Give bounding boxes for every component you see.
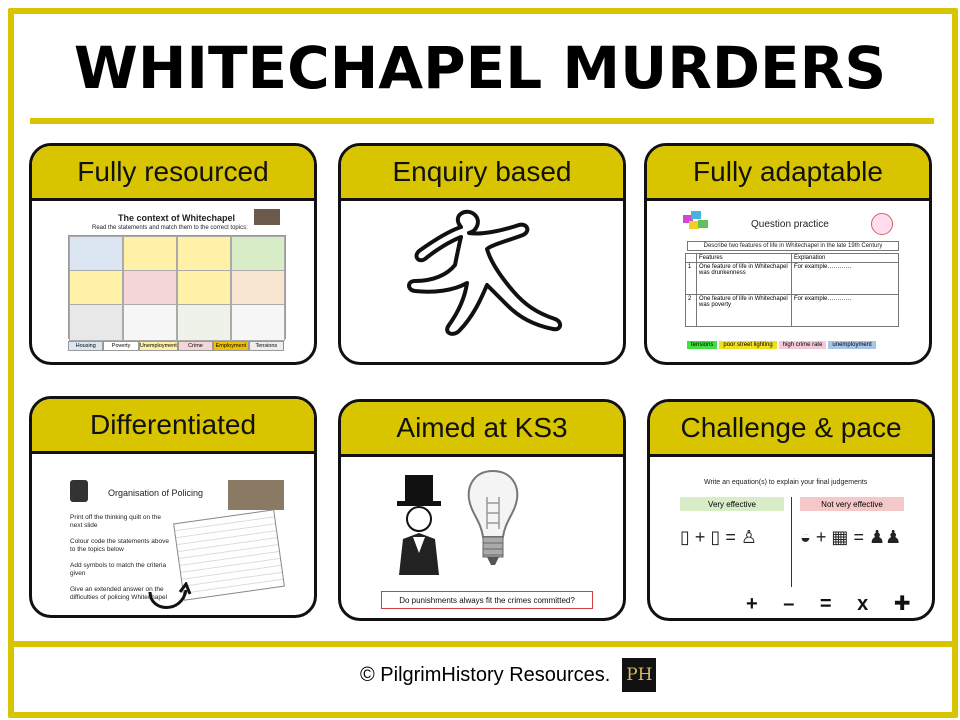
topic-label: Tensions [248,341,285,351]
statement-grid [68,235,286,341]
feature-cell: One feature of life in Whitechapel was d… [696,262,792,295]
grid-cell [231,304,285,341]
copyright-text: © PilgrimHistory Resources. [360,663,611,686]
chip: poor street lighting [719,341,777,349]
equals-icon: = [853,527,864,547]
card-preview: Write an equation(s) to explain your fin… [650,457,932,618]
ph-logo: PH [622,658,657,692]
explanation-header: Explanation [791,253,899,263]
plus-icon: + [694,527,706,547]
step-text: Print off the thinking quilt on the next… [70,514,161,529]
grid-cell [69,236,123,273]
card-fully-adaptable: Fully adaptable Question practice Descri… [644,143,932,365]
card-preview: The context of Whitechapel Read the stat… [32,201,314,362]
card-preview: Organisation of Policing Print off the t… [32,454,314,615]
explanation-cell: For example………… [791,262,899,295]
card-preview: Question practice Describe two features … [647,201,929,362]
topic-label: Poverty [103,341,139,351]
photo-thumbnail [228,480,284,510]
topic-row: Housing Poverty Unemployment Crime Emplo… [68,341,285,351]
card-preview: Do punishments always fit the crimes com… [341,457,623,618]
grid-cell [123,304,177,341]
victorian-gentleman-icon [397,475,441,575]
building-icon: ▦ [831,527,849,547]
grid-cell [69,304,123,341]
equation-left: ▯ + ▯ = ♙ [680,527,757,548]
card-heading: Challenge & pace [650,402,932,457]
topic-label: Unemployment [138,341,178,351]
chip: unemployment [828,341,876,349]
card-fully-resourced: Fully resourced The context of Whitechap… [29,143,317,365]
card-challenge-pace: Challenge & pace Write an equation(s) to… [647,399,935,621]
card-heading: Enquiry based [341,146,623,201]
card-heading: Fully adaptable [647,146,929,201]
row-number: 1 [685,262,697,295]
preview-subtitle: Read the statements and match them to th… [92,225,248,231]
preview-title: Question practice [751,219,829,230]
card-heading: Aimed at KS3 [341,402,623,457]
grid-cell [177,236,231,273]
card-aimed-at-ks3: Aimed at KS3 Do punishments always fit t… [338,399,626,621]
grid-cell [69,270,123,307]
page-title: WHITECHAPEL MURDERS [73,34,887,102]
preview-title: The context of Whitechapel [118,213,236,223]
grid-cell [123,236,177,273]
plus-icon: + [815,527,827,547]
photo-thumbnail [254,209,280,225]
footer-divider [8,641,952,647]
chip: tensions [687,341,718,349]
door-icon: ▯ [710,527,721,547]
topic-label: Crime [177,341,214,351]
preview-title: Organisation of Policing [108,488,204,498]
not-very-effective-label: Not very effective [800,497,904,511]
step-text: Give an extended answer on the difficult… [70,586,168,601]
equation-right: ◒ + ▦ = ♟♟ [800,527,901,548]
chip: high crime rate [778,341,827,349]
title-underline [30,118,934,124]
card-heading: Fully resourced [32,146,314,201]
crowd-icon: ♟♟ [868,527,902,547]
question-box: Describe two features of life in Whitech… [687,241,899,251]
row-number: 2 [685,294,697,327]
grid-cell [231,270,285,307]
chalk-outline-icon [407,209,562,336]
card-enquiry-based: Enquiry based [338,143,626,365]
step-text: Add symbols to match the criteria given [70,562,167,577]
divider [791,497,792,587]
bowl-icon: ◒ [800,527,811,547]
card-differentiated: Differentiated Organisation of Policing … [29,396,317,618]
question-box: Do punishments always fit the crimes com… [381,591,593,609]
policeman-icon: ♙ [740,527,758,547]
footer: © PilgrimHistory Resources. PH [360,655,657,695]
sticky-notes-icon [683,211,709,231]
grid-cell [231,236,285,273]
policeman-icon [70,480,88,502]
topic-label: Employment [213,341,249,351]
step-text: Colour code the statements above to the … [70,538,170,553]
explanation-cell: For example………… [791,294,899,327]
grid-cell [177,304,231,341]
feature-cell: One feature of life in Whitechapel was p… [696,294,792,327]
preview-title: Write an equation(s) to explain your fin… [704,479,868,486]
equals-icon: = [725,527,736,547]
operator-symbols: + – = x ✚ [746,593,921,615]
grid-cell [123,270,177,307]
hand-pen-icon [871,213,893,235]
topic-chips: tensions poor street lighting high crime… [687,341,876,349]
light-bulb-icon [467,469,519,565]
card-heading: Differentiated [32,399,314,454]
card-preview [341,201,623,362]
grid-cell [177,270,231,307]
door-icon: ▯ [680,527,690,547]
features-header: Features [696,253,792,263]
very-effective-label: Very effective [680,497,784,511]
curved-arrow-icon [148,582,192,609]
topic-label: Housing [68,341,104,351]
answer-table: Features Explanation 1 One feature of li… [685,253,899,327]
